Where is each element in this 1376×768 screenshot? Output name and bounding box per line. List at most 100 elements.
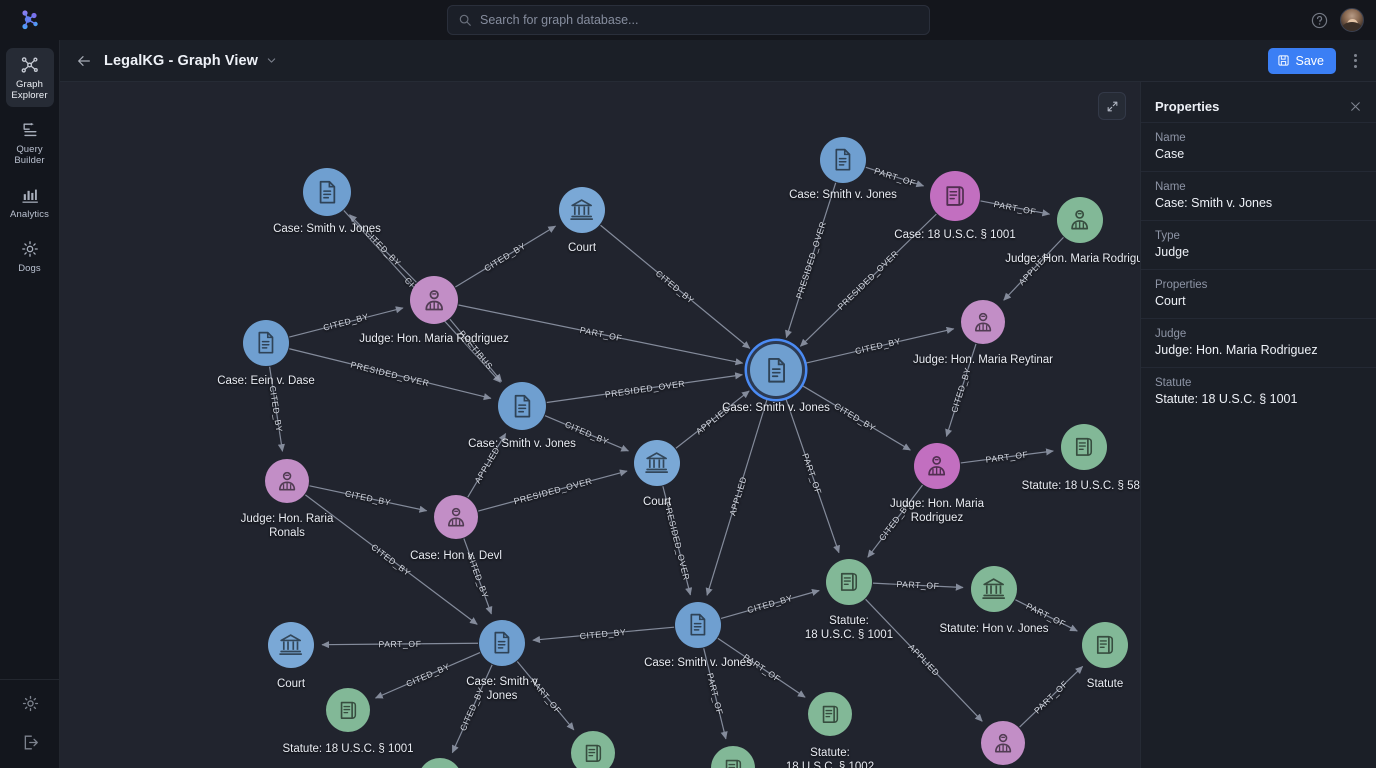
search-bar[interactable]: [447, 5, 930, 35]
graph-edge: [865, 166, 925, 188]
sidebar: Graph Explorer Query Builder A: [0, 40, 60, 768]
graph-edge: [717, 637, 806, 698]
properties-header: Properties: [1141, 90, 1376, 122]
property-value: Judge: [1155, 245, 1190, 259]
graph-edge: [374, 652, 481, 699]
graph-edge: [865, 598, 983, 722]
graph-node[interactable]: [826, 559, 872, 605]
graph-node[interactable]: [268, 622, 314, 668]
save-disk-icon: [1277, 55, 1289, 66]
sidebar-item-analytics[interactable]: Analytics: [6, 178, 54, 226]
graph-edge: [675, 390, 750, 449]
close-icon[interactable]: [1349, 100, 1362, 113]
search-input[interactable]: [480, 13, 919, 27]
scroll-icon: [1076, 438, 1093, 457]
graph-node[interactable]: [981, 721, 1025, 765]
save-button[interactable]: Save: [1267, 47, 1336, 74]
app-logo[interactable]: [0, 0, 60, 40]
scroll-icon: [822, 705, 839, 723]
graph-node[interactable]: [498, 382, 546, 430]
save-button-label: Save: [1295, 53, 1325, 68]
sidebar-item-graph-explorer[interactable]: Graph Explorer: [5, 48, 54, 107]
property-key: Statute: [1155, 377, 1192, 389]
graph-node[interactable]: [750, 344, 802, 396]
judge-icon: [447, 507, 465, 527]
graph-node[interactable]: [418, 758, 462, 768]
graph-node[interactable]: [930, 171, 980, 221]
bank-icon: [279, 634, 303, 656]
graph-edge: [1019, 666, 1084, 728]
bank-icon: [982, 578, 1006, 600]
judge-icon: [425, 289, 443, 311]
scroll-icon: [340, 701, 357, 719]
graph-node[interactable]: [808, 692, 852, 736]
property-value: Case: [1155, 147, 1185, 161]
property-key: Name: [1155, 132, 1186, 144]
graph-node[interactable]: [410, 276, 458, 324]
graph-edge: [945, 343, 977, 438]
graph-node[interactable]: [479, 620, 525, 666]
graph-node[interactable]: [914, 443, 960, 489]
graph-node[interactable]: [961, 300, 1005, 344]
graph-node[interactable]: [675, 602, 721, 648]
sidebar-item-query-builder[interactable]: Query Builder: [6, 113, 54, 172]
graph-node[interactable]: [434, 495, 478, 539]
graph-edge: [1003, 236, 1064, 301]
graph-edge: [463, 538, 493, 615]
graph-edge: [784, 395, 840, 554]
graph-node[interactable]: [820, 137, 866, 183]
expand-graph-button[interactable]: [1098, 92, 1126, 120]
graph-node[interactable]: [1082, 622, 1128, 668]
document-icon: [835, 149, 851, 171]
judge-icon: [974, 312, 992, 332]
graph-node[interactable]: [1061, 424, 1107, 470]
graph-node[interactable]: [571, 731, 615, 768]
scroll-icon: [946, 186, 965, 207]
main-column: LegalKG - Graph View Save: [60, 40, 1376, 768]
logout-icon[interactable]: [21, 733, 40, 752]
graph-edge: [799, 213, 937, 347]
body: Graph Explorer Query Builder A: [0, 40, 1376, 768]
graph-edge: [600, 224, 751, 349]
page-header: LegalKG - Graph View Save: [60, 40, 1376, 82]
document-icon: [494, 632, 510, 654]
graph-node[interactable]: [634, 440, 680, 486]
graph-node[interactable]: [265, 459, 309, 503]
judge-icon: [1071, 210, 1089, 230]
settings-gear-icon[interactable]: [21, 694, 40, 713]
help-circle-icon[interactable]: [1311, 12, 1328, 29]
property-value: Case: Smith v. Jones: [1155, 196, 1273, 210]
bar-chart-icon: [22, 189, 38, 203]
chevron-down-icon[interactable]: [266, 55, 277, 66]
scroll-icon: [1097, 636, 1114, 655]
graph-node[interactable]: [243, 320, 289, 366]
property-key: Type: [1155, 230, 1180, 242]
sidebar-item-label: Analytics: [10, 209, 49, 220]
graph-node[interactable]: [326, 688, 370, 732]
avatar[interactable]: [1340, 8, 1364, 32]
graph-edges: [269, 166, 1084, 754]
graph-edge: [872, 582, 964, 591]
sidebar-item-dogs[interactable]: Dogs: [6, 232, 54, 280]
gear-cog-icon: [21, 241, 38, 257]
graph-edge: [720, 588, 820, 620]
back-arrow-icon[interactable]: [76, 53, 92, 69]
scroll-icon: [725, 759, 742, 768]
graph-node[interactable]: [1057, 197, 1103, 243]
more-vertical-icon[interactable]: [1346, 52, 1364, 70]
graph-edge: [980, 200, 1051, 217]
property-key: Name: [1155, 181, 1186, 193]
graph-edge: [960, 448, 1054, 464]
graph-node[interactable]: [971, 566, 1017, 612]
graph-node[interactable]: [711, 746, 755, 768]
document-icon: [258, 332, 274, 354]
search-icon: [459, 14, 471, 26]
graph-node[interactable]: [559, 187, 605, 233]
graph-node[interactable]: [303, 168, 351, 216]
document-icon: [767, 357, 785, 383]
